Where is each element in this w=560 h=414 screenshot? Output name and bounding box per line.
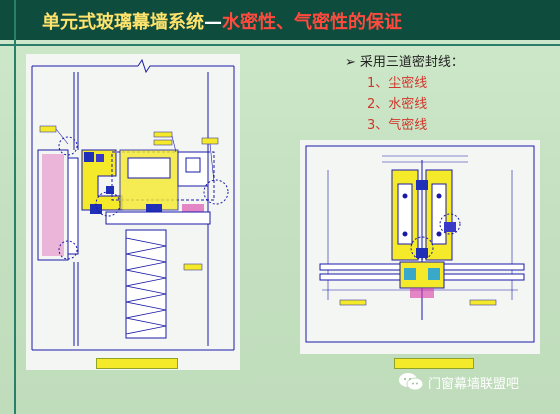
left-divider <box>14 0 16 414</box>
list-item: 3、气密线 <box>367 118 428 133</box>
title-dash: — <box>204 12 222 33</box>
list-item: 2、水密线 <box>367 97 428 112</box>
watermark: 门窗幕墙联盟吧 <box>398 372 519 392</box>
title-bar <box>0 0 560 40</box>
left-drawing-caption <box>96 358 178 369</box>
right-drawing-caption <box>394 358 474 369</box>
watermark-text: 门窗幕墙联盟吧 <box>428 376 520 392</box>
seal-lines-list: ➢采用三道密封线： 1、尘密线 2、水密线 3、气密线 <box>345 52 464 136</box>
list-heading: ➢采用三道密封线： <box>345 52 464 73</box>
slide-title: 单元式玻璃幕墙系统—水密性、气密性的保证 <box>42 8 402 34</box>
arrow-bullet-icon: ➢ <box>345 55 356 70</box>
right-plan-drawing <box>300 140 540 354</box>
wechat-icon <box>399 373 424 391</box>
list-heading-text: 采用三道密封线： <box>359 55 464 70</box>
left-section-drawing <box>26 54 240 370</box>
top-divider <box>0 44 560 46</box>
title-main: 单元式玻璃幕墙系统 <box>42 12 204 33</box>
title-sub: 水密性、气密性的保证 <box>222 12 402 33</box>
list-item: 1、尘密线 <box>367 76 428 91</box>
